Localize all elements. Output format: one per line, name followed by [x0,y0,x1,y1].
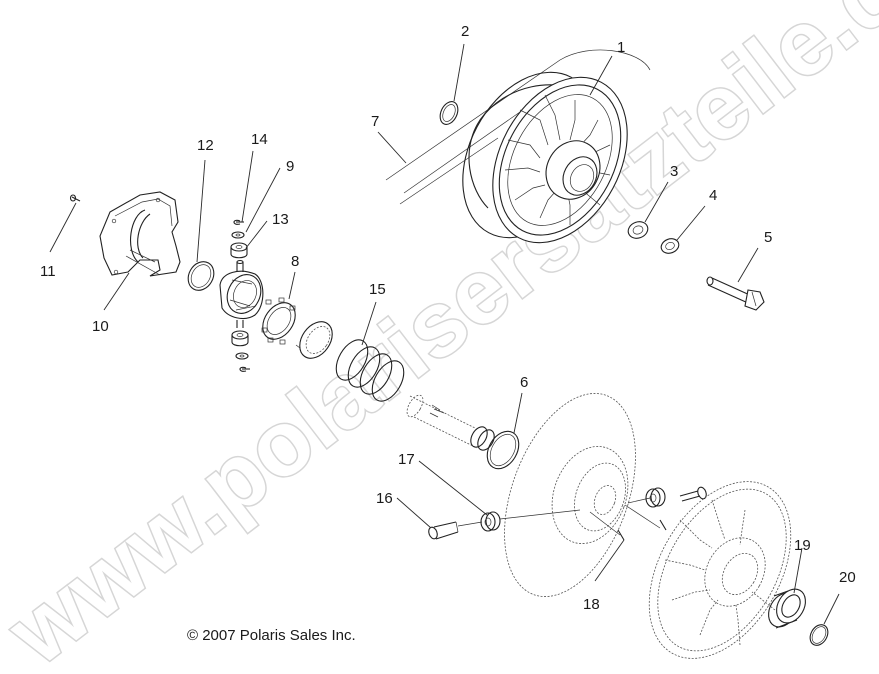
copyright-notice: © 2007 Polaris Sales Inc. [187,627,356,644]
callout-13[interactable]: 13 [272,211,289,228]
callout-7[interactable]: 7 [371,113,379,130]
callout-10[interactable]: 10 [92,318,109,335]
callout-labels: 1 2 3 4 5 6 7 8 9 10 11 12 13 14 15 16 1… [40,23,856,613]
washer-part-4[interactable] [659,236,681,255]
snap-ring-part-20[interactable] [807,621,832,648]
callout-18[interactable]: 18 [583,596,600,613]
e-clip-bottom[interactable] [239,366,250,372]
snap-ring-part-12[interactable] [183,257,219,295]
leader-lines [49,43,840,625]
callout-11[interactable]: 11 [40,263,56,280]
roller-right[interactable] [645,487,666,508]
callout-15[interactable]: 15 [369,281,386,298]
roll-pin-part-18[interactable] [617,519,667,541]
o-ring-part-6[interactable] [481,426,525,475]
e-clip-part-14[interactable] [233,219,244,225]
washer-part-9[interactable] [231,231,245,239]
cover-plate-part-10[interactable] [99,191,181,277]
callout-3[interactable]: 3 [670,163,678,180]
drive-clutch-part-1[interactable] [436,49,655,266]
callout-20[interactable]: 20 [839,569,856,586]
callout-9[interactable]: 9 [286,158,294,175]
screw-part-11[interactable] [69,194,81,202]
callout-2[interactable]: 2 [461,23,469,40]
fixed-sheave[interactable] [620,457,820,674]
callout-4[interactable]: 4 [709,187,717,204]
button-ring-part-8[interactable] [256,297,302,346]
assembly-axis-lines [457,497,661,536]
bearing-part-19[interactable] [763,584,812,632]
pin-part-16[interactable] [427,521,459,540]
callout-8[interactable]: 8 [291,253,299,270]
callout-6[interactable]: 6 [520,374,528,391]
callout-16[interactable]: 16 [376,490,393,507]
washer-part-3[interactable] [626,219,650,241]
callout-1[interactable]: 1 [617,39,625,56]
bolt-part-5[interactable] [706,276,765,311]
roller-bottom[interactable] [231,330,249,347]
callout-12[interactable]: 12 [197,137,214,154]
spring-seat[interactable] [293,316,339,365]
shaft-bushing[interactable] [404,393,498,453]
moveable-sheave[interactable] [479,376,661,615]
roller-part-17[interactable] [480,511,501,532]
pin-right[interactable] [679,486,708,502]
callout-5[interactable]: 5 [764,229,772,246]
roller-part-13[interactable] [230,242,248,259]
callout-17[interactable]: 17 [398,451,415,468]
washer-bottom[interactable] [235,352,249,360]
o-ring-part-2[interactable] [437,99,462,128]
callout-19[interactable]: 19 [794,537,811,554]
callout-14[interactable]: 14 [251,131,268,148]
spider-assembly[interactable] [219,259,267,329]
